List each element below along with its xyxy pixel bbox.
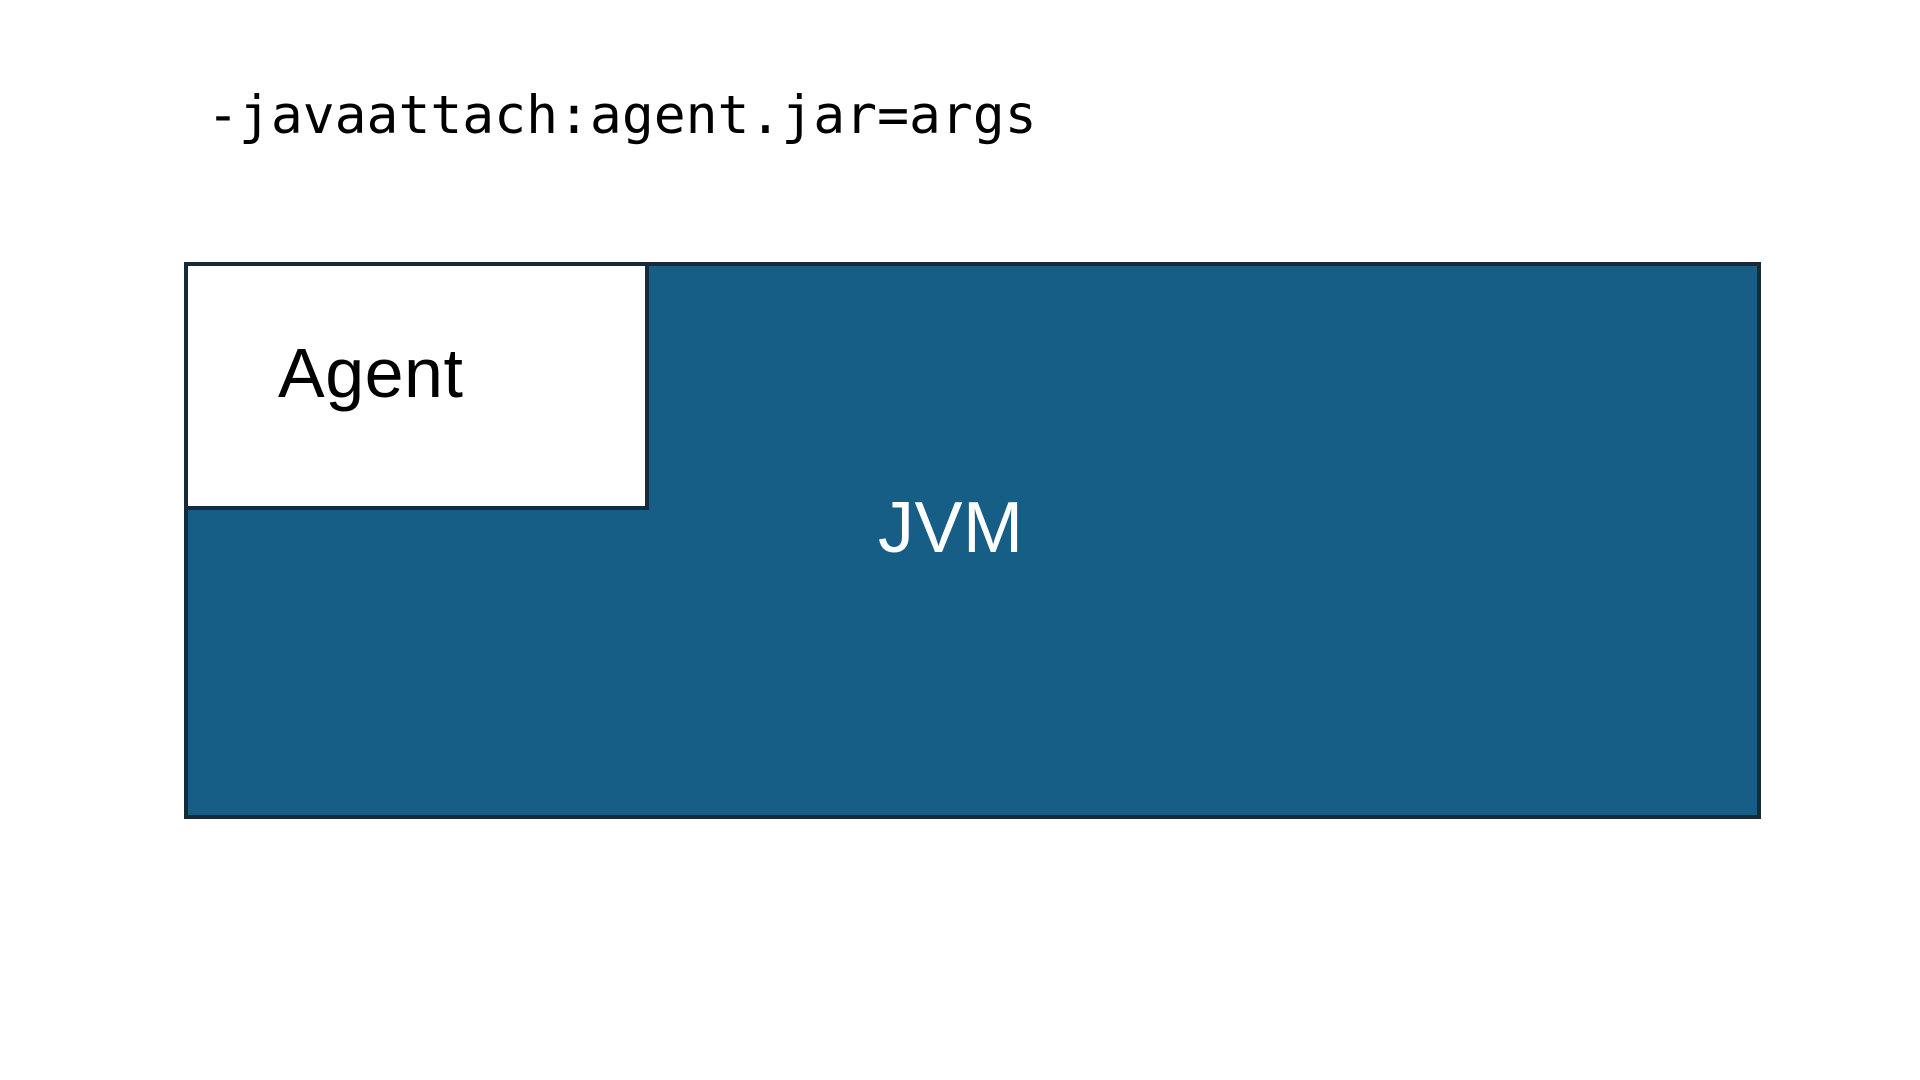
command-line-caption: -javaattach:agent.jar=args bbox=[207, 85, 1037, 146]
agent-box bbox=[184, 262, 649, 510]
jvm-box-label: JVM bbox=[878, 488, 1024, 568]
agent-box-label: Agent bbox=[278, 334, 464, 412]
